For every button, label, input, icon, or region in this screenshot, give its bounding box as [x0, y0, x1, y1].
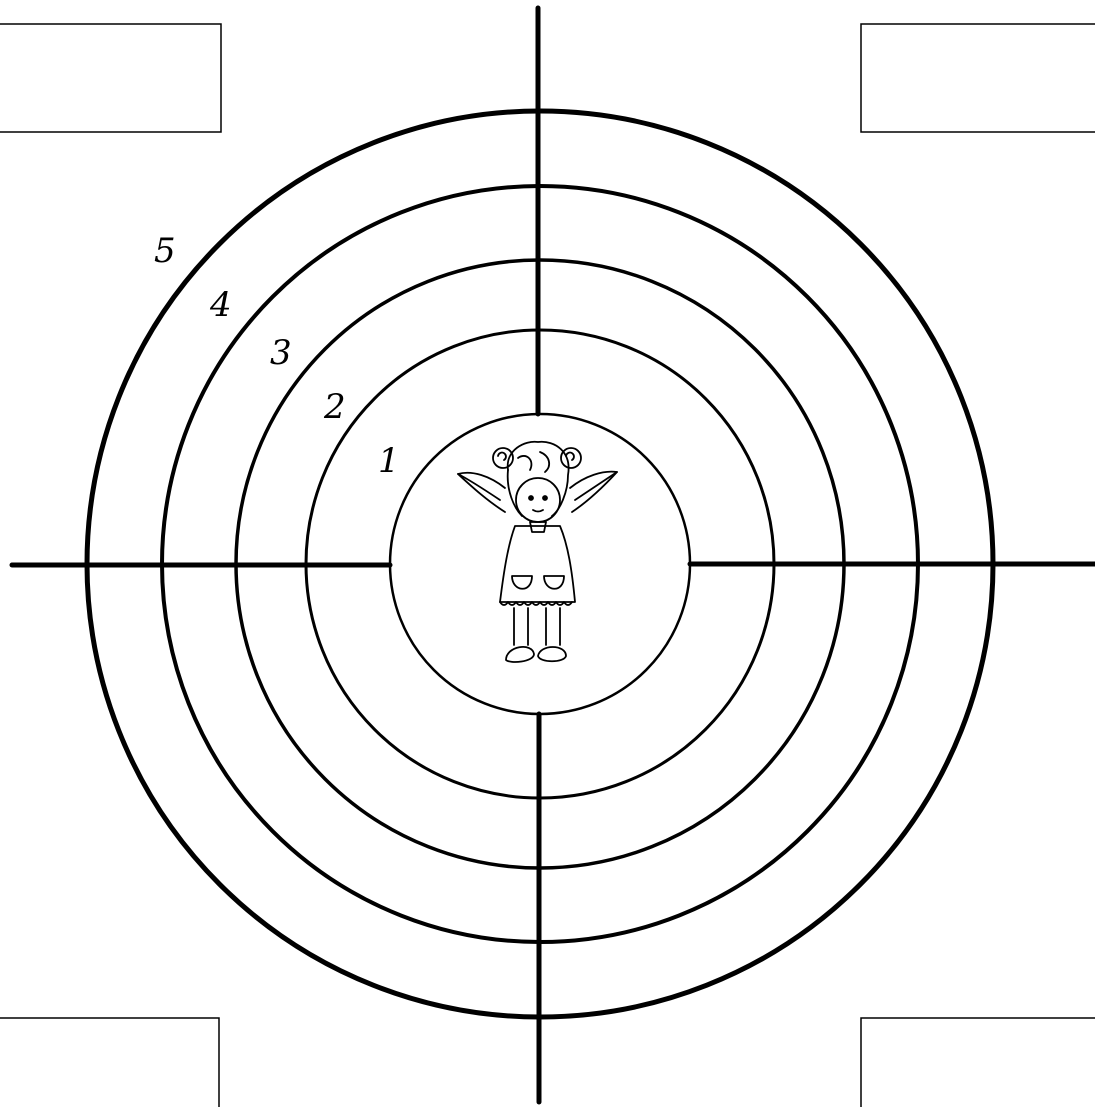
ring-label-4: 4 [209, 285, 232, 325]
ring-label-3: 3 [270, 333, 292, 373]
corner-box-top-left [0, 24, 221, 132]
corner-box-top-right [861, 24, 1095, 132]
ring-label-2: 2 [323, 387, 346, 427]
ring-label-1: 1 [378, 441, 400, 481]
girl-icon [458, 442, 617, 662]
corner-box-bottom-right [861, 1018, 1095, 1107]
ring-label-5: 5 [154, 231, 176, 271]
ring-1-center [390, 414, 690, 714]
corner-box-bottom-left [0, 1018, 219, 1107]
